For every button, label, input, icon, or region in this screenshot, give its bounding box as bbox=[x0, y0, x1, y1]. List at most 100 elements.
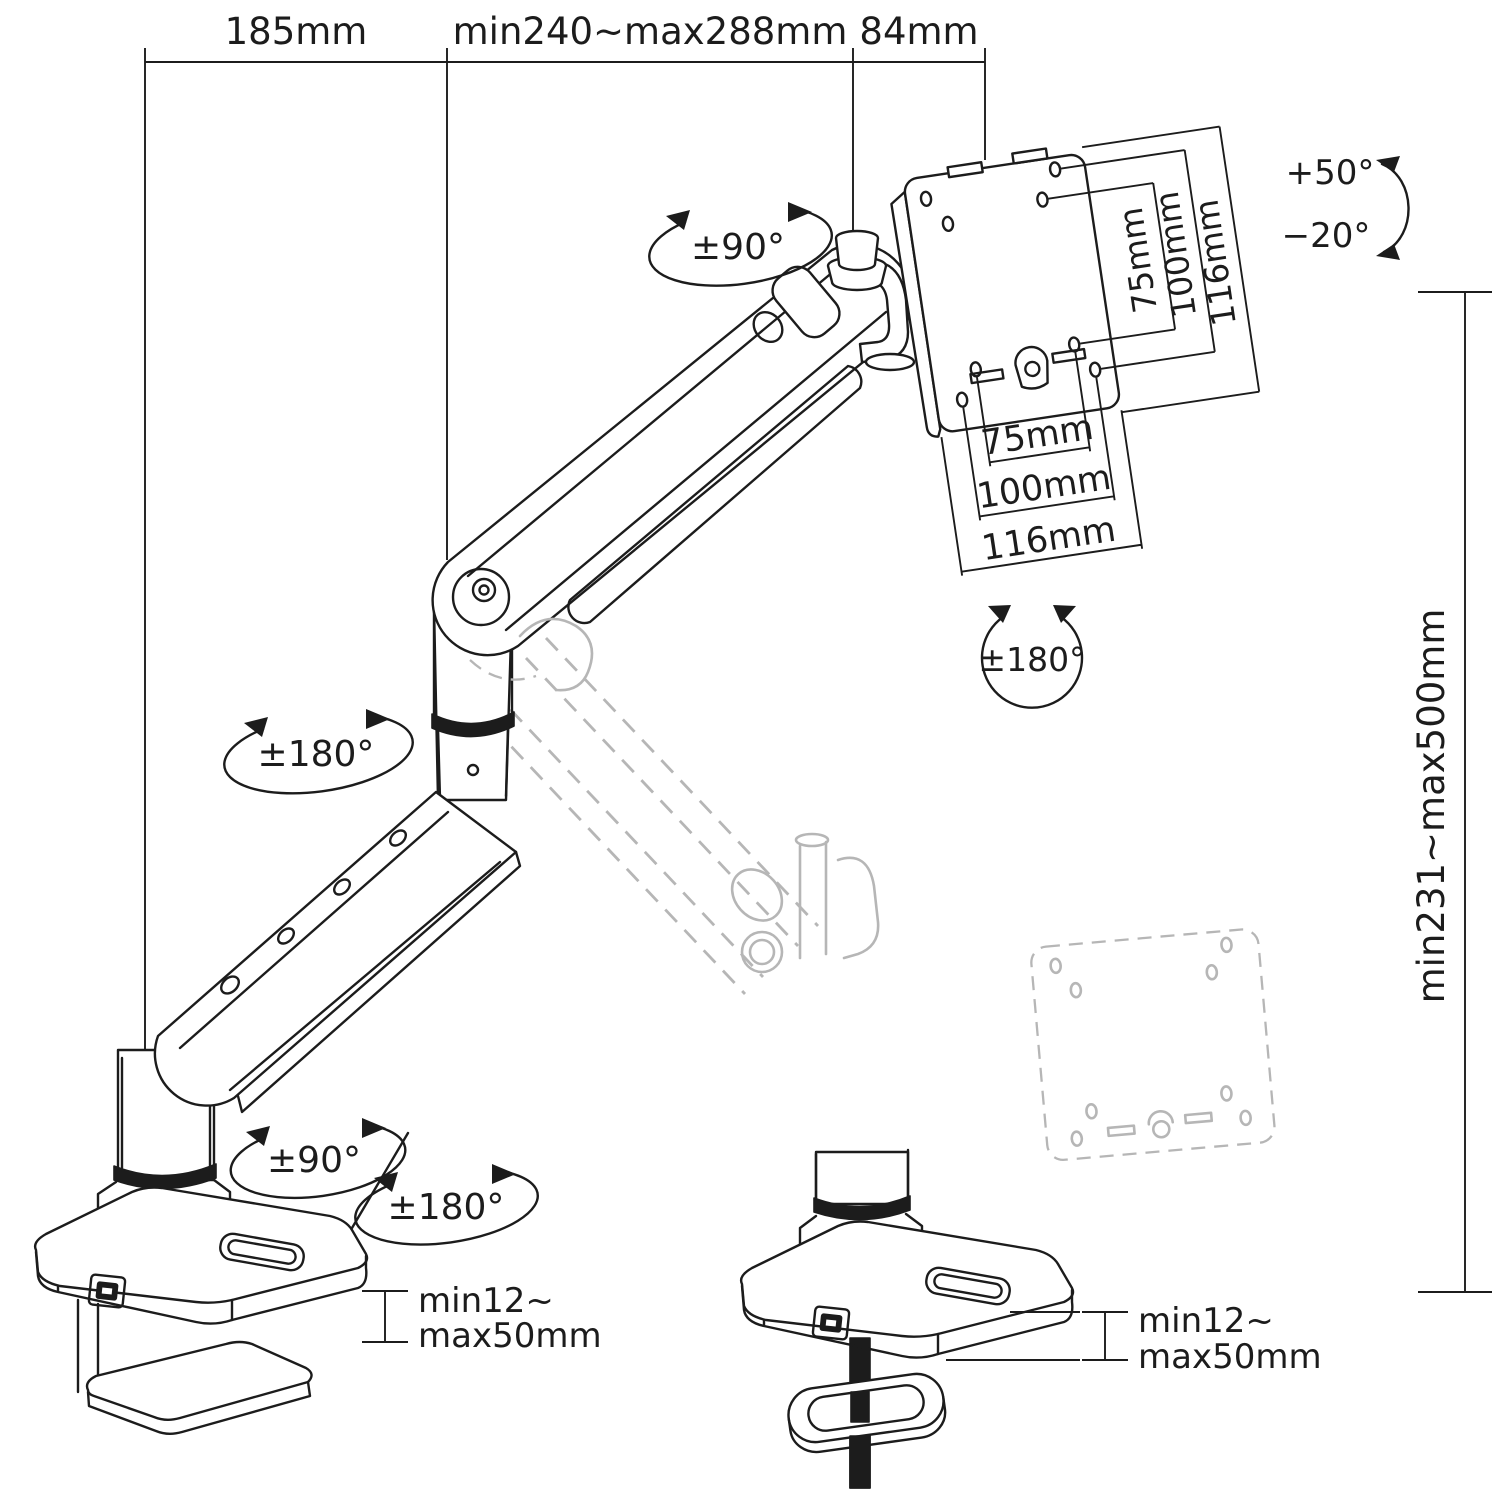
swivel-ellipse bbox=[648, 206, 833, 287]
elbow-screw bbox=[471, 577, 497, 603]
base-front-seams bbox=[56, 1284, 234, 1322]
column-screw bbox=[466, 763, 480, 777]
top-dimension: 185mm min240~max288mm 84mm bbox=[144, 10, 986, 1186]
arrow-ccw-icon bbox=[246, 1126, 270, 1146]
grommet-range-leaders bbox=[946, 1311, 1080, 1361]
rotation-circle bbox=[980, 615, 1084, 709]
tilt-up-label: +50° bbox=[1286, 153, 1375, 193]
tilt-down-label: −20° bbox=[1282, 216, 1371, 256]
ghost-swivel-cap bbox=[794, 832, 830, 848]
vesa-bottom-116-label: 116mm bbox=[979, 510, 1118, 570]
grommet-usb-port bbox=[811, 1305, 851, 1341]
grommet-column-edges bbox=[814, 1148, 910, 1202]
rod-through-ring bbox=[850, 1391, 870, 1423]
dim-84mm: 84mm bbox=[859, 10, 978, 53]
elbow-rotation-label: ±180° bbox=[258, 734, 375, 775]
plate-top-tab bbox=[1011, 147, 1049, 165]
arrow-cw-icon bbox=[366, 709, 390, 729]
tilt-arrow-up-icon bbox=[1376, 156, 1400, 172]
vesa-side-brackets: 75mm 100mm 116mm bbox=[1048, 125, 1261, 414]
threaded-rod-lower bbox=[849, 1435, 871, 1489]
tilt-arc bbox=[1380, 162, 1410, 254]
arrow-ccw-icon bbox=[244, 717, 268, 737]
vesa-rotation-annotation: ±180° bbox=[978, 605, 1086, 709]
head-swivel-annotation: ±90° bbox=[648, 202, 833, 287]
base-rotation-annotation: ±180° bbox=[354, 1164, 539, 1246]
upper-arm-hole bbox=[752, 310, 784, 344]
plate-face bbox=[903, 153, 1121, 433]
usb-port bbox=[87, 1273, 127, 1309]
upper-arm-channel bbox=[567, 364, 863, 625]
upper-arm bbox=[431, 243, 913, 657]
plate-side-wall bbox=[890, 190, 942, 438]
column-ring-band bbox=[431, 711, 515, 738]
column-lower-edges bbox=[436, 724, 510, 800]
grommet-min-label: min12~ bbox=[1138, 1301, 1274, 1341]
dim-min240-max288: min240~max288mm bbox=[453, 10, 848, 53]
base-front-face bbox=[34, 1250, 368, 1325]
ghost-plate-slot bbox=[1183, 1111, 1214, 1125]
lower-arm bbox=[153, 790, 522, 1114]
ghost-hook bbox=[836, 856, 880, 960]
arrow-cw-icon bbox=[492, 1164, 516, 1184]
bracket-75-side bbox=[1048, 182, 1177, 345]
lower-arm-front-face bbox=[236, 850, 522, 1114]
desk-clamp-base bbox=[33, 1178, 369, 1435]
vesa-plate: 75mm 100mm 116mm 75mm 100mm 116mm bbox=[890, 125, 1261, 576]
arrow-cw-icon bbox=[788, 202, 812, 222]
grommet-range-indicator: min12~ max50mm bbox=[946, 1301, 1322, 1377]
ghost-vesa-plate bbox=[1030, 928, 1276, 1162]
head-joint bbox=[771, 229, 916, 372]
ghost-arm-lowered bbox=[471, 637, 1276, 1162]
base-top-slot bbox=[219, 1232, 305, 1272]
bracket-100-bottom bbox=[962, 377, 1116, 521]
plate-bottom-slot bbox=[1051, 347, 1087, 364]
arrow-cw-icon bbox=[362, 1118, 386, 1138]
clamp-min-label: min12~ bbox=[418, 1281, 554, 1321]
riser-ring-band bbox=[113, 1163, 217, 1190]
dim-min231-max500: min231~max500mm bbox=[1410, 609, 1453, 1004]
clamp-foot bbox=[76, 1298, 313, 1435]
grommet-range-ibeam bbox=[1082, 1311, 1128, 1361]
plate-top-tab bbox=[946, 161, 984, 179]
head-lower-tab bbox=[864, 352, 916, 372]
vesa-screw-holes bbox=[919, 161, 1102, 408]
ghost-keyhole-arch bbox=[1147, 1110, 1175, 1126]
tilt-annotation: +50° −20° bbox=[1282, 153, 1410, 260]
head-hook bbox=[848, 259, 910, 364]
clamp-pad-front bbox=[86, 1380, 312, 1435]
ghost-cover-arc bbox=[518, 617, 594, 692]
bracket-116-side bbox=[1081, 125, 1261, 414]
tilt-arrow-down-icon bbox=[1376, 244, 1400, 260]
rotation-ellipse bbox=[354, 1168, 539, 1246]
grommet-base bbox=[739, 1148, 1075, 1489]
ring-side-wall bbox=[787, 1395, 947, 1454]
grommet-top-plate bbox=[739, 1220, 1075, 1338]
keyhole-arch bbox=[1014, 345, 1049, 390]
arrow-cw-icon bbox=[1053, 605, 1076, 623]
upper-arm-outline bbox=[431, 243, 913, 657]
head-swivel-label: ±90° bbox=[691, 227, 785, 268]
base-swivel-label: ±90° bbox=[267, 1140, 361, 1181]
lower-arm-inner-edge bbox=[178, 810, 450, 1050]
ghost-arm-edge bbox=[524, 657, 800, 947]
lower-arm-outline bbox=[153, 790, 518, 1107]
ghost-arm-edge bbox=[471, 705, 747, 995]
arrow-ccw-icon bbox=[374, 1172, 398, 1192]
ghost-arm-edge bbox=[489, 688, 765, 978]
clamp-max-label: max50mm bbox=[418, 1316, 602, 1356]
grommet-top-slot bbox=[925, 1266, 1011, 1306]
grommet-max-label: max50mm bbox=[1138, 1337, 1322, 1377]
grommet-column-body bbox=[814, 1150, 910, 1206]
plate-bottom-slot bbox=[969, 368, 1005, 385]
clamp-range-indicator: min12~ max50mm bbox=[362, 1281, 602, 1356]
grommet-front-seams bbox=[762, 1318, 940, 1356]
arrow-ccw-icon bbox=[988, 605, 1011, 623]
upper-arm-lower-edge bbox=[504, 310, 888, 632]
keyhole bbox=[1024, 360, 1041, 378]
ghost-arm-edge bbox=[544, 637, 820, 927]
vesa-rotation-label: ±180° bbox=[978, 640, 1085, 679]
ghost-pivot bbox=[740, 930, 784, 974]
